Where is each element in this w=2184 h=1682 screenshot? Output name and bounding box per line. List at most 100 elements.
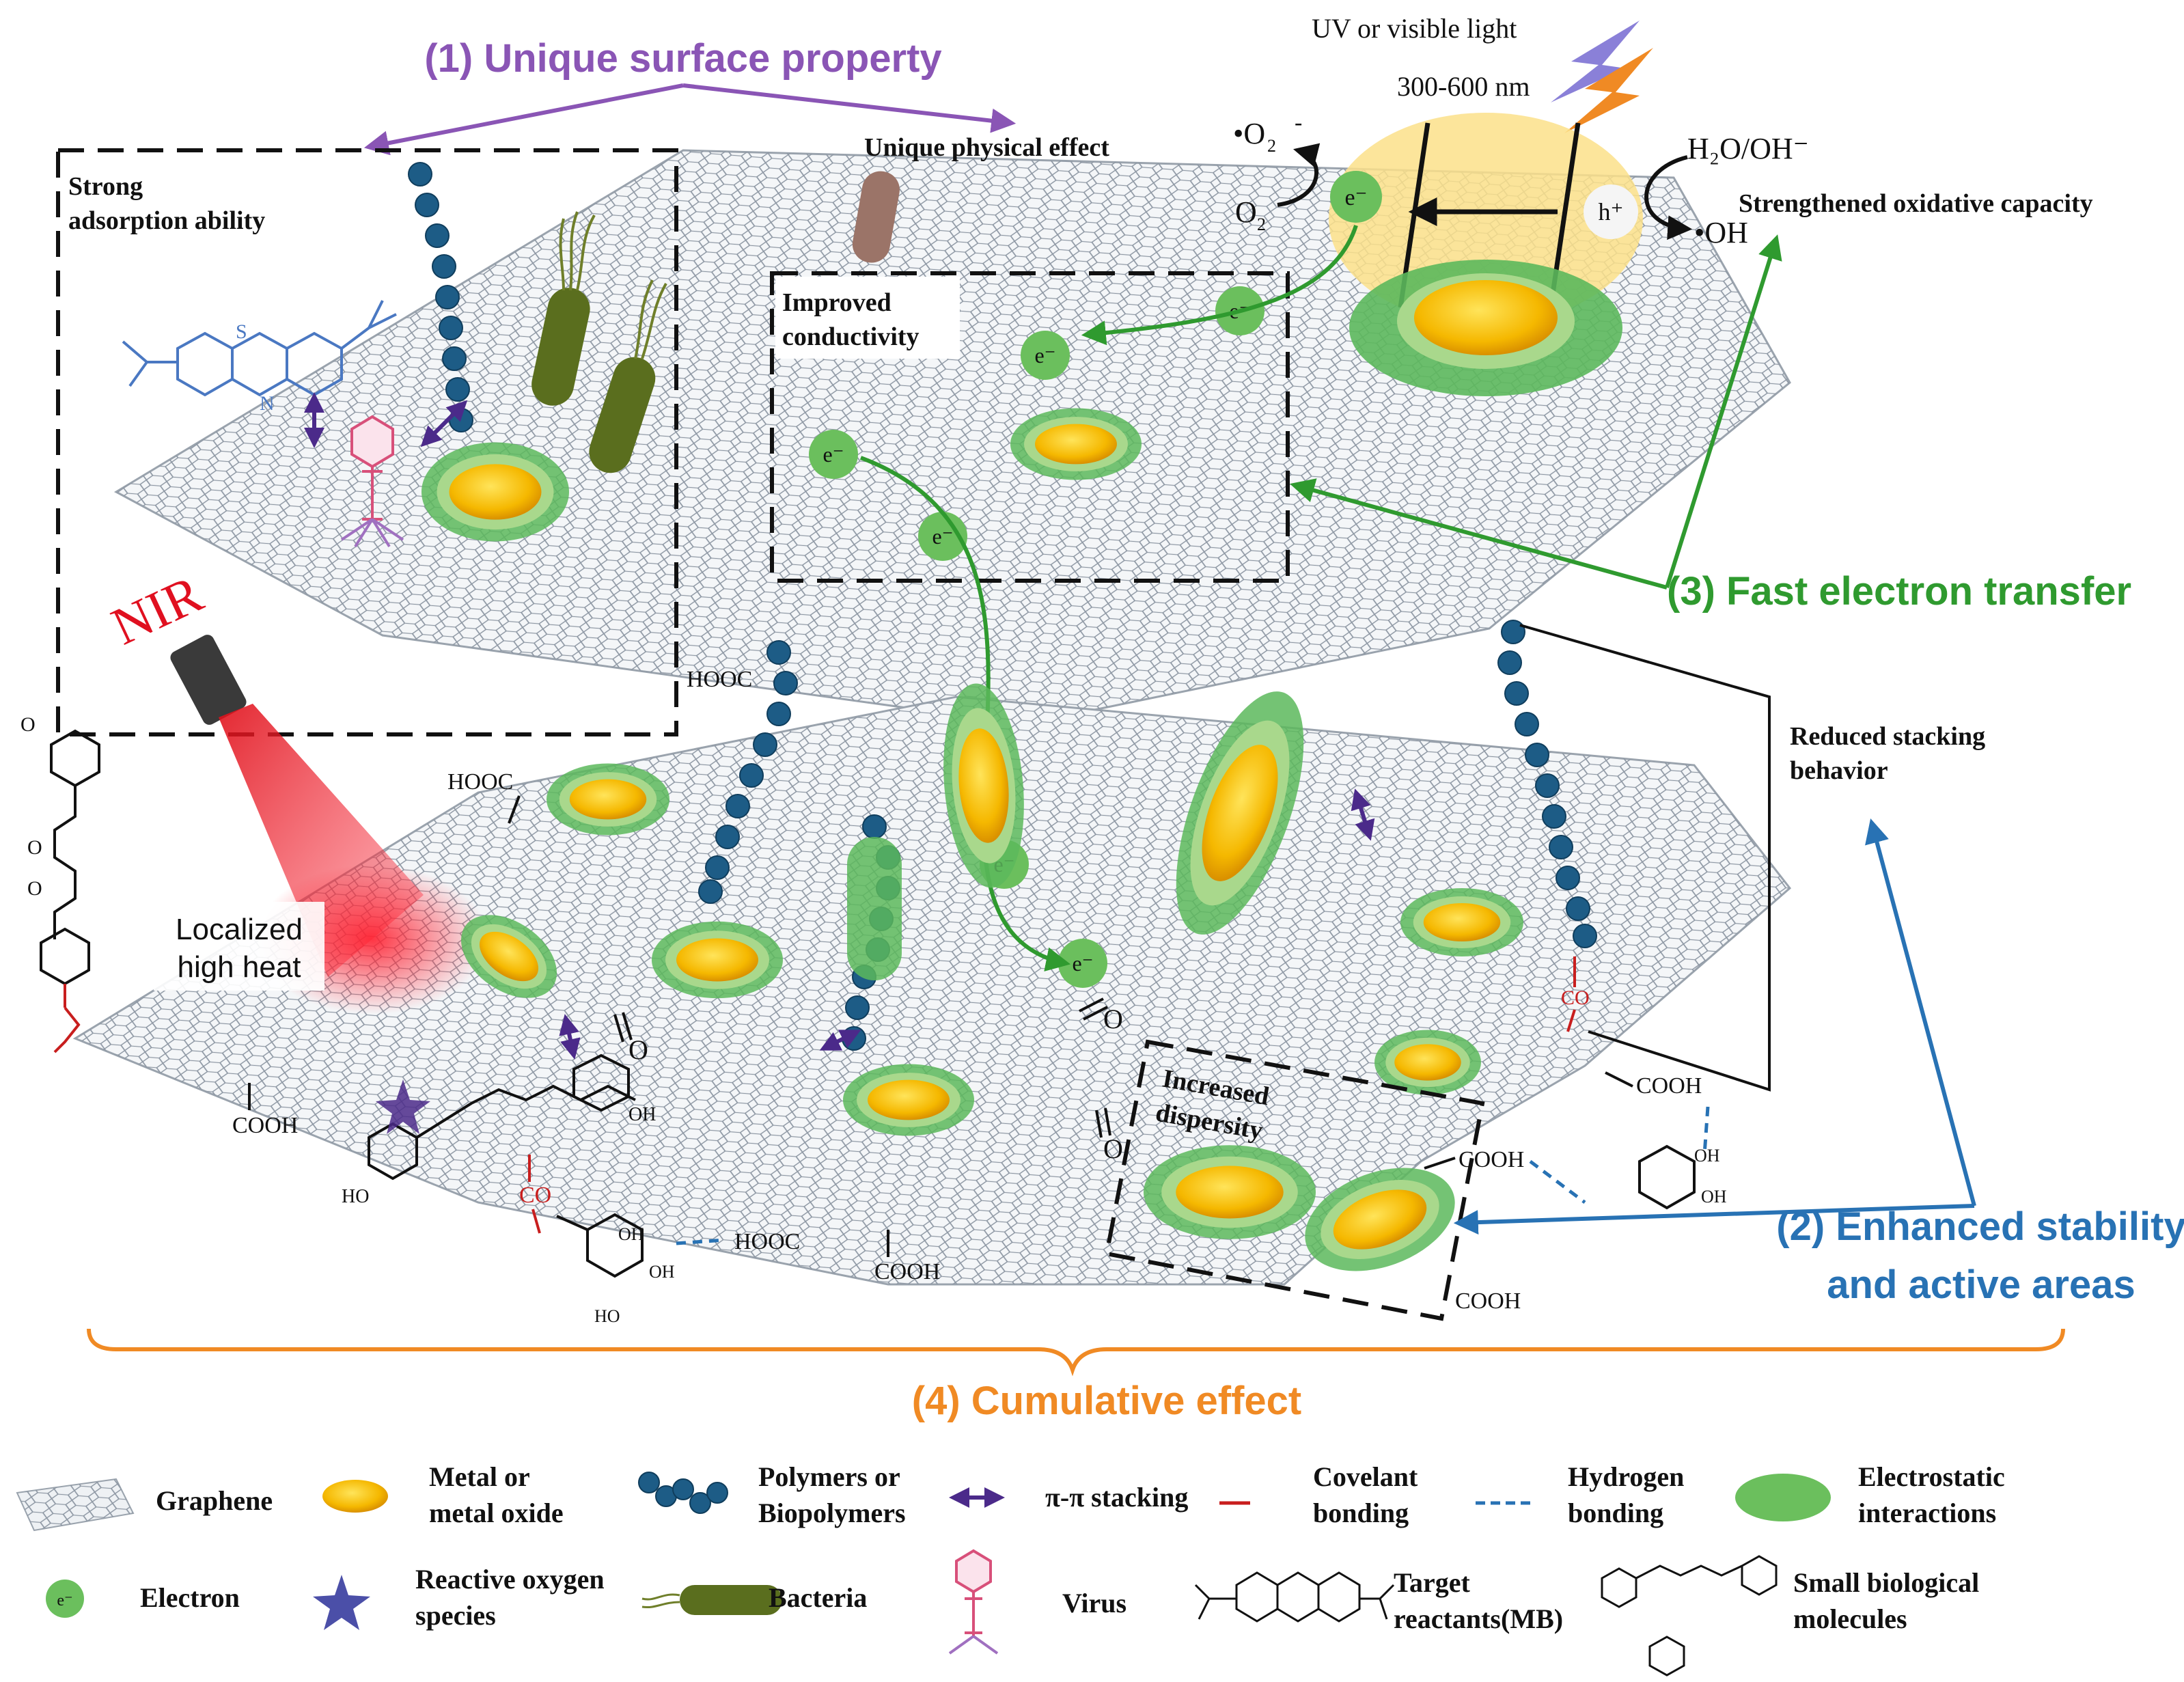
svg-text:N: N bbox=[260, 392, 275, 415]
legend-small-line1: Small biological bbox=[1793, 1567, 1979, 1598]
covalent-co-bottom: CO bbox=[519, 1183, 551, 1208]
gallic-acid-right: OH OH bbox=[1638, 1144, 1727, 1210]
legend-electron: Electron bbox=[140, 1582, 240, 1613]
metal-oxide-particle-2 bbox=[1010, 408, 1142, 480]
heat-label-line2: high heat bbox=[177, 950, 301, 984]
gallic-bottom-oh-1: OH bbox=[618, 1224, 644, 1244]
svg-text:e⁻: e⁻ bbox=[932, 524, 953, 549]
hole-label: h⁺ bbox=[1598, 198, 1623, 225]
electron-path-upper bbox=[1081, 225, 1358, 346]
nir-laser bbox=[170, 635, 247, 725]
stacking-label-line1: Reduced stacking bbox=[1790, 722, 1985, 751]
carbonyl-3: O bbox=[1103, 1133, 1123, 1164]
conductivity-label-line1: Improved bbox=[782, 288, 891, 317]
transfer-arrow-to-box bbox=[1290, 478, 1668, 590]
light-label: UV or visible light bbox=[1312, 13, 1517, 44]
ros-star-lower bbox=[376, 1079, 430, 1134]
metal-oxide-particle-5 bbox=[460, 915, 557, 998]
svg-text:O: O bbox=[27, 836, 42, 859]
heading-stability-line2: and active areas bbox=[1827, 1263, 2135, 1307]
stacking-label-line2: behavior bbox=[1790, 756, 1888, 785]
carbonyl-1-bond bbox=[613, 1012, 633, 1043]
heat-label-bg bbox=[154, 902, 324, 991]
metal-oxide-particle-4 bbox=[652, 921, 783, 999]
hydrogen-bond-right-2 bbox=[1529, 1160, 1586, 1204]
legend-ros-line2: species bbox=[415, 1600, 496, 1631]
metal-oxide-particles bbox=[421, 408, 1523, 1271]
lightning-bolt-orange bbox=[1564, 48, 1653, 133]
metal-oxide-particle-11 bbox=[1144, 1145, 1316, 1239]
legend-electron-icon: e⁻ bbox=[46, 1580, 84, 1618]
legend-polymers-line1: Polymers or bbox=[758, 1461, 900, 1492]
photocatalyst-particle bbox=[1349, 260, 1622, 396]
hydrogen-bond-hooc bbox=[676, 1238, 725, 1245]
carbonyl-3-bond bbox=[1095, 1107, 1111, 1138]
heading-cumulative: (4) Cumulative effect bbox=[912, 1379, 1301, 1423]
curcumin-ho-left: HO bbox=[342, 1186, 369, 1207]
metal-oxide-particle-9 bbox=[1374, 1030, 1481, 1095]
svg-text:O: O bbox=[20, 713, 36, 736]
pi-stacking-arrow-lower-1 bbox=[559, 1014, 581, 1060]
adsorption-label-line2: adsorption ability bbox=[68, 206, 265, 235]
pi-stacking-arrow-polymer bbox=[420, 400, 468, 447]
metal-oxide-particle-6 bbox=[943, 683, 1024, 888]
legend-covalent-line1: Covelant bbox=[1313, 1461, 1418, 1492]
legend-metal-line2: metal oxide bbox=[429, 1498, 564, 1528]
stability-arrow-up bbox=[1865, 818, 1976, 1207]
metal-oxide-particle-1 bbox=[421, 442, 569, 542]
conductivity-label-line2: conductivity bbox=[782, 322, 920, 351]
legend-bacteria: Bacteria bbox=[769, 1582, 867, 1613]
superoxide-charge: - bbox=[1295, 110, 1302, 135]
hooc-left-bond bbox=[508, 795, 521, 824]
adsorption-label-line1: Strong bbox=[68, 172, 143, 201]
legend-electrostatic-icon bbox=[1735, 1474, 1831, 1521]
hole-vb: h⁺ bbox=[1584, 184, 1638, 239]
legend-graphene-icon bbox=[16, 1478, 135, 1532]
oxidation-arrow bbox=[1644, 155, 1693, 240]
oxygen-reduction-arrow bbox=[1277, 143, 1321, 207]
metal-oxide-particle-12 bbox=[1305, 1168, 1455, 1271]
curcumin-oh-right: OH bbox=[628, 1104, 656, 1125]
pi-stacking-arrow-lower-3 bbox=[819, 1030, 861, 1051]
legend: Graphene Metal or metal oxide Polymers o… bbox=[16, 1461, 2005, 1677]
legend-small-line2: molecules bbox=[1793, 1603, 1907, 1634]
legend-covalent-line2: bonding bbox=[1313, 1498, 1409, 1528]
physical-effect-label: Unique physical effect bbox=[864, 133, 1109, 162]
adsorption-box bbox=[56, 148, 678, 736]
metal-oxide-particle-10 bbox=[843, 1064, 974, 1136]
gallic-right-oh-2: OH bbox=[1701, 1187, 1727, 1207]
covalent-co-right: CO bbox=[1561, 987, 1590, 1009]
pi-stacking-arrow-lower-2 bbox=[1351, 788, 1375, 841]
lower-graphene-sheet bbox=[72, 695, 1792, 1286]
metal-oxide-particle-7 bbox=[1176, 691, 1304, 935]
legend-polymer-icon bbox=[638, 1472, 728, 1514]
virus-upper bbox=[340, 415, 404, 548]
legend-pi-stacking: π-π stacking bbox=[1045, 1482, 1188, 1513]
legend-metal-icon bbox=[322, 1480, 388, 1513]
hooc-top: HOOC bbox=[687, 667, 752, 692]
methylene-blue-molecule: S N bbox=[122, 300, 397, 415]
gallic-bottom-ho: HO bbox=[594, 1306, 620, 1326]
svg-text:e⁻: e⁻ bbox=[1034, 343, 1055, 368]
surface-arrow-right bbox=[682, 83, 1017, 133]
svg-text:e⁻: e⁻ bbox=[823, 442, 844, 467]
cooh-right-2-bond bbox=[1424, 1157, 1456, 1170]
hydroxyl-label: •OH bbox=[1694, 216, 1748, 249]
bacteria-upper-1 bbox=[531, 211, 596, 406]
transfer-electron-3: e⁻ bbox=[809, 430, 858, 479]
polymer-chains bbox=[408, 162, 1597, 1051]
legend-virus: Virus bbox=[1062, 1588, 1126, 1618]
svg-text:O: O bbox=[27, 877, 42, 900]
legend-ros-icon bbox=[313, 1575, 370, 1630]
svg-text:S: S bbox=[236, 320, 247, 343]
metal-oxide-particle-3 bbox=[547, 763, 669, 836]
electron-cb: e⁻ bbox=[1330, 171, 1382, 223]
hooc-bottom: HOOC bbox=[734, 1229, 800, 1254]
superoxide-label: •O bbox=[1233, 117, 1265, 150]
gallic-bottom-oh-2: OH bbox=[649, 1262, 675, 1282]
legend-electron-symbol: e⁻ bbox=[57, 1592, 72, 1610]
dispersity-box bbox=[1104, 1039, 1485, 1321]
cooh-right-3: COOH bbox=[1455, 1288, 1521, 1314]
legend-target-molecule-icon bbox=[1194, 1571, 1395, 1623]
surface-arrow-left bbox=[363, 83, 684, 156]
